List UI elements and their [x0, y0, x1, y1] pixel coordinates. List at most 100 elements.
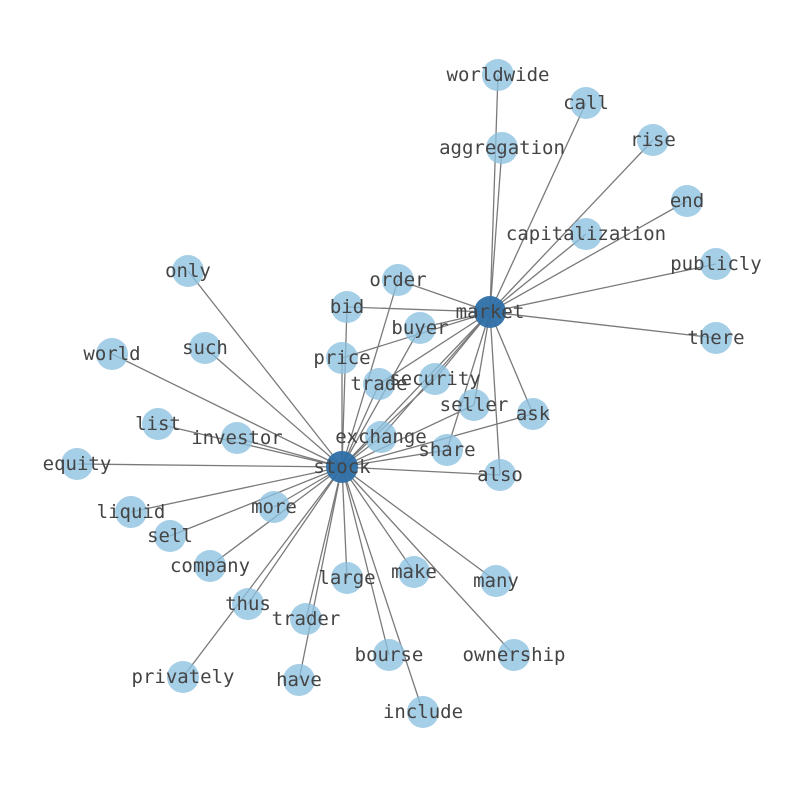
edge-market-bid — [346, 306, 491, 313]
node-price — [326, 342, 358, 374]
node-label-privately: privately — [132, 666, 235, 688]
node-label-ownership: ownership — [463, 644, 566, 666]
node-end — [671, 185, 703, 217]
node-ask — [517, 398, 549, 430]
node-label-buyer: buyer — [391, 317, 448, 339]
node-worldwide — [482, 59, 514, 91]
node-label-large: large — [318, 567, 375, 589]
node-share — [431, 434, 463, 466]
node-privately — [167, 661, 199, 693]
edge-stock-have — [298, 466, 343, 681]
node-label-rise: rise — [630, 129, 676, 151]
node-label-exchange: exchange — [335, 426, 427, 448]
node-exchange — [365, 421, 397, 453]
node-label-have: have — [276, 669, 322, 691]
edge-market-call — [489, 102, 587, 313]
node-thus — [232, 588, 264, 620]
node-call — [570, 87, 602, 119]
node-label-stock: stock — [313, 456, 371, 478]
node-bourse — [373, 639, 405, 671]
edge-stock-make — [341, 466, 415, 573]
node-label-also: also — [477, 464, 523, 486]
edge-stock-include — [341, 466, 424, 713]
edge-stock-large — [341, 466, 348, 579]
edge-market-share — [446, 311, 491, 451]
node-buyer — [404, 312, 436, 344]
node-sell — [154, 520, 186, 552]
node-publicly — [700, 248, 732, 280]
edge-market-end — [489, 200, 688, 313]
node-label-there: there — [687, 327, 744, 349]
node-label-equity: equity — [43, 453, 112, 475]
node-label-bourse: bourse — [355, 644, 424, 666]
node-investor — [221, 422, 253, 454]
edge-stock-bourse — [341, 466, 390, 656]
node-label-more: more — [251, 496, 297, 518]
node-large — [331, 562, 363, 594]
node-have — [283, 664, 315, 696]
node-world — [96, 338, 128, 370]
edge-stock-thus — [247, 466, 343, 605]
edge-stock-world — [111, 353, 343, 468]
node-layer — [61, 59, 732, 728]
edge-stock-investor — [236, 437, 343, 468]
edge-stock-ownership — [341, 466, 515, 656]
node-label-order: order — [369, 269, 426, 291]
node-stock — [326, 451, 358, 483]
edge-stock-such — [204, 347, 343, 468]
node-more — [258, 491, 290, 523]
node-label-trader: trader — [272, 608, 341, 630]
node-label-list: list — [135, 413, 181, 435]
edge-market-aggregation — [489, 147, 503, 313]
node-trade — [363, 368, 395, 400]
node-label-capitalization: capitalization — [506, 223, 666, 245]
node-liquid — [115, 496, 147, 528]
edge-market-capitalization — [489, 233, 587, 313]
node-label-call: call — [563, 92, 609, 114]
edge-stock-seller — [341, 404, 475, 468]
node-label-market: market — [456, 301, 525, 323]
node-label-investor: investor — [191, 427, 283, 449]
node-label-thus: thus — [225, 593, 271, 615]
edge-market-publicly — [489, 263, 717, 313]
edge-stock-also — [341, 466, 501, 476]
node-label-seller: seller — [440, 394, 509, 416]
node-seller — [458, 389, 490, 421]
node-label-company: company — [170, 555, 250, 577]
edge-market-also — [489, 311, 501, 476]
node-label-share: share — [418, 439, 475, 461]
node-aggregation — [486, 132, 518, 164]
node-bid — [331, 291, 363, 323]
node-label-worldwide: worldwide — [447, 64, 550, 86]
node-label-publicly: publicly — [670, 253, 762, 275]
node-label-only: only — [165, 260, 211, 282]
node-also — [484, 459, 516, 491]
edge-market-rise — [489, 139, 654, 313]
node-market — [474, 296, 506, 328]
edge-stock-bid — [341, 306, 348, 468]
node-label-price: price — [313, 347, 370, 369]
edge-stock-sell — [169, 466, 343, 537]
node-label-liquid: liquid — [97, 501, 166, 523]
node-label-bid: bid — [330, 296, 364, 318]
node-include — [407, 696, 439, 728]
node-label-aggregation: aggregation — [439, 137, 565, 159]
node-rise — [637, 124, 669, 156]
label-layer: stock market worldwide call aggregation rise e… — [43, 64, 762, 723]
node-security — [419, 363, 451, 395]
edge-stock-liquid — [130, 466, 343, 513]
edge-market-worldwide — [489, 74, 499, 313]
edge-market-order — [397, 279, 491, 313]
edge-market-there — [489, 311, 717, 339]
node-there — [700, 322, 732, 354]
edge-stock-many — [341, 466, 497, 582]
edge-market-ask — [489, 311, 534, 415]
node-company — [194, 550, 226, 582]
node-label-world: world — [83, 343, 140, 365]
node-such — [189, 332, 221, 364]
node-label-sell: sell — [147, 525, 193, 547]
edge-stock-share — [341, 449, 448, 468]
edge-stock-trader — [305, 466, 343, 620]
node-label-ask: ask — [516, 403, 551, 425]
node-only — [172, 255, 204, 287]
